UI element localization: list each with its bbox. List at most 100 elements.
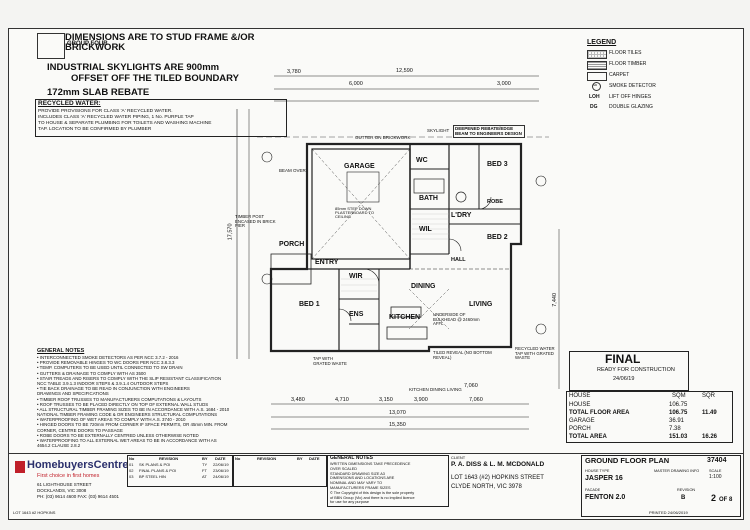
- area-row-sqm: 36.91: [669, 418, 685, 424]
- floor-plan: [236, 75, 560, 430]
- legend-label-timber: FLOOR TIMBER: [609, 61, 647, 67]
- title-block: [9, 453, 743, 520]
- client-name: P. A. DISS & L. M. MCDONALD: [451, 461, 545, 468]
- company-address-1: 61 LIGHTHOUSE STREET: [37, 482, 92, 487]
- area-row-sqm: 106.75: [669, 402, 688, 408]
- note-kitchen-dining-living: KITCHEN DINING LIVING: [409, 387, 462, 392]
- final-stamp-date: 24/06/19: [613, 376, 635, 382]
- tb-note-line: © The Copyright of this design is the so…: [330, 490, 415, 495]
- general-note-line: • GUTTERS & DRAINAGE TO COMPLY WITH AS 3…: [37, 370, 146, 376]
- dim-top-b: 3,000: [497, 81, 511, 87]
- general-note-line: • ALL STRUCTURAL TIMBER FRAMING SIZES TO…: [37, 406, 230, 412]
- area-header-sqm: SQM: [672, 393, 686, 399]
- legend-label-sd: SMOKE DETECTOR: [609, 83, 656, 89]
- general-note-line: • TEMP. COMPUTERS TO BE USED UNTIL CONNE…: [37, 365, 183, 371]
- general-notes-title: GENERAL NOTES: [37, 348, 85, 354]
- area-row-sqr: 11.49: [702, 410, 717, 416]
- room-dining: DINING: [411, 283, 436, 290]
- notice-tiled-boundary: OFFSET OFF THE TILED BOUNDARY: [71, 73, 240, 84]
- revision-row-by: AT: [202, 474, 207, 479]
- notice-stud-frame: DIMENSIONS ARE TO STUD FRAME &/OR BRICKW…: [65, 32, 255, 53]
- dim-bottom-a: 13,070: [389, 410, 406, 416]
- general-note-line: 4654.2 CLAUSE 2.8.2: [37, 443, 81, 449]
- footer-left: LOT 1643 #2 HOPKINS: [13, 510, 56, 515]
- general-note-line: • TIE BACK DRAINAGE TO BE READ IN CONJUN…: [37, 386, 190, 392]
- dim-left-overall: 17,570: [227, 223, 234, 241]
- room-porch: PORCH: [279, 241, 305, 248]
- recycled-water-title: RECYCLED WATER:: [38, 100, 101, 107]
- revision-row-no: 02: [129, 468, 134, 473]
- recycled-water-line-2: INCLUDES CLASS 'A' RECYCLED WATER PIPING…: [38, 115, 194, 120]
- tb-note-line: for use for any purpose: [330, 500, 370, 505]
- company-name: HomebuyersCentre: [27, 459, 129, 471]
- general-note-line: • PROVIDE REMOVABLE HINGES TO WC DOORS P…: [37, 360, 175, 366]
- notice-skylights: INDUSTRIAL SKYLIGHTS ARE 900mm: [47, 62, 220, 73]
- note-timber-post: TIMBER POST ENCASED IN BRICK PIER: [235, 214, 276, 228]
- rev2-header-revision: REVISION: [257, 456, 277, 461]
- note-rebate-beam: DEEPENED REBATE/EDGE BEAM TO ENGINEERS D…: [453, 125, 525, 139]
- smoke-detector-icon: [592, 82, 601, 91]
- master-label: MASTER DRAWING INFO: [654, 469, 700, 473]
- room-hall: HALL: [451, 257, 466, 263]
- general-note-line: CORNER, CENTRE DOORS TO PASSAGE: [37, 427, 123, 433]
- area-header-label: HOUSE: [569, 393, 591, 399]
- revision-row-no: 03: [129, 474, 134, 479]
- rev-header-by: BY: [202, 456, 208, 461]
- general-note-line: DRAWINGS AND SPECIFICATIONS: [37, 391, 109, 397]
- notice-slab-rebate: 172mm SLAB REBATE: [47, 87, 150, 98]
- legend-swatch-tiles: [587, 50, 607, 59]
- revision-row-desc: SK PLANS & POI: [139, 462, 171, 467]
- stamp-caption: GROUP FOUR: [67, 41, 108, 47]
- legend-code-loh: LOH: [589, 94, 600, 100]
- tb-note-line: NOMINAL AND MAY VARY TO: [330, 481, 383, 486]
- area-header-sqr: SQR: [702, 393, 716, 399]
- rev2-header-by: BY: [297, 456, 303, 461]
- legend-code-sd: SD: [593, 83, 598, 87]
- room-ens: ENS: [349, 311, 364, 318]
- legend-code-dg: DG: [590, 104, 598, 110]
- room-kitchen: KITCHEN: [389, 314, 421, 321]
- revision-row-no: 01: [129, 462, 134, 467]
- area-row-sqr: 16.26: [702, 434, 718, 440]
- dim-bottom-row-4: 3,900: [414, 397, 428, 403]
- revision-value: B: [681, 495, 686, 501]
- area-row-label: HOUSE: [569, 402, 591, 408]
- dim-top-overall: 12,590: [396, 68, 413, 74]
- final-stamp-subtitle: READY FOR CONSTRUCTION: [597, 367, 675, 373]
- general-note-line: • ROBE DOORS TO BE EXTERNALLY CENTRED UN…: [37, 432, 199, 438]
- job-number: 37404: [707, 457, 727, 464]
- facade-value: FENTON 2.0: [585, 494, 626, 501]
- room-robe: ROBE: [487, 199, 503, 205]
- scale-value: 1:100: [709, 474, 722, 480]
- legend-swatch-carpet: [587, 72, 607, 81]
- sheet-info: [581, 455, 741, 517]
- house-type-label: HOUSE TYPE: [585, 469, 610, 473]
- area-row-label: GARAGE: [569, 418, 595, 424]
- company-tagline: First choice in first homes: [37, 473, 100, 479]
- tb-note-line: OVER SCALED: [330, 466, 358, 471]
- client-label: CLIENT: [451, 455, 466, 460]
- general-note-line: NATIONAL TIMBER FRAMING CODE & OR ENGINE…: [37, 412, 218, 418]
- room-bath: BATH: [419, 195, 438, 202]
- sheet-of: OF 8: [719, 497, 733, 503]
- scale-label: SCALE: [709, 469, 722, 473]
- dim-garage: 6,000: [349, 81, 363, 87]
- note-skylight: SKYLIGHT: [427, 128, 450, 133]
- group-four-stamp: [37, 33, 65, 59]
- facade-label: FACADE: [585, 488, 601, 492]
- general-note-line: • ROOF TRUSSES TO BE PLACED DIRECTLY ON …: [37, 401, 209, 407]
- house-type: JASPER 16: [585, 475, 623, 482]
- dim-bottom-overall: 15,350: [389, 422, 406, 428]
- revision-row-desc: FINAL PLANS & POI: [139, 468, 177, 473]
- revision-row-date: 24/06/19: [213, 474, 229, 479]
- recycled-water-box: [35, 99, 287, 137]
- legend-label-loh: LIFT OFF HINGES: [609, 94, 652, 100]
- legend-label-tiles: FLOOR TILES: [609, 50, 642, 56]
- room-bed1: BED 1: [299, 301, 320, 308]
- room-living: LIVING: [469, 301, 493, 308]
- company-logo: [15, 461, 25, 473]
- dim-bottom-row-1: 3,480: [291, 397, 305, 403]
- general-note-line: NCC TABLE 3.9.1.3 INDOOR STEPS & 3.9.1.4…: [37, 380, 169, 386]
- revision-label: REVISION: [677, 488, 696, 492]
- tb-note-line: DIMENSIONS AND LOCATIONS ARE: [330, 476, 395, 481]
